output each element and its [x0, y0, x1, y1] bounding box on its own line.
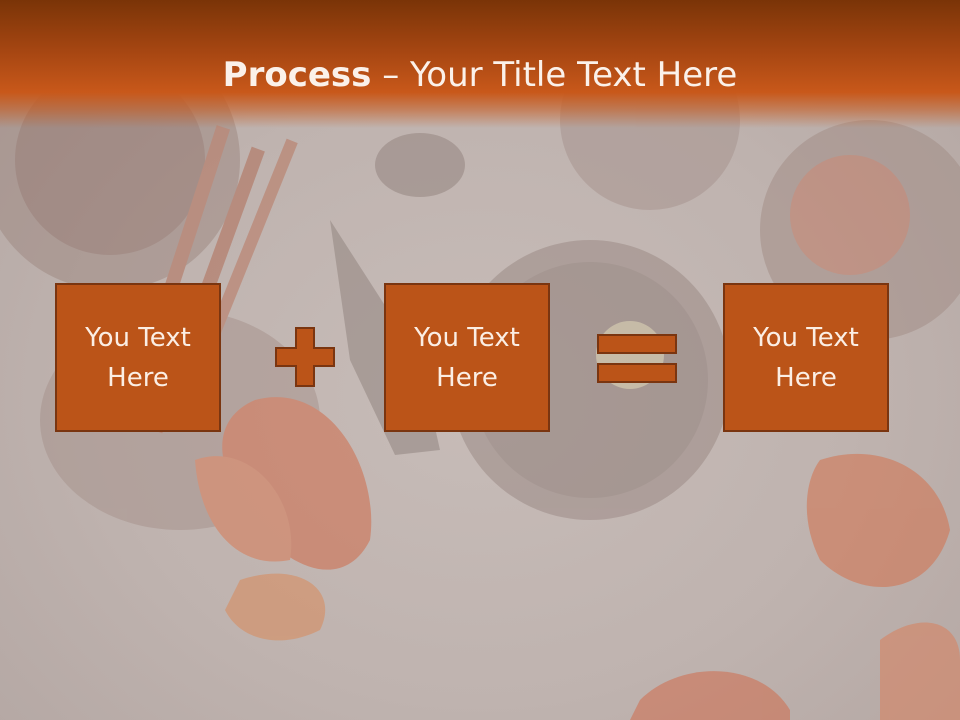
equals-icon: [597, 334, 677, 383]
process-box-1[interactable]: You Text Here: [55, 283, 221, 432]
process-box-2[interactable]: You Text Here: [384, 283, 550, 432]
process-box-1-text: You Text Here: [85, 322, 191, 393]
process-box-3[interactable]: You Text Here: [723, 283, 889, 432]
plus-icon: [275, 327, 335, 387]
title-dash: –: [371, 55, 411, 95]
slide-title: Process – Your Title Text Here: [0, 52, 960, 98]
title-bold: Process: [222, 55, 372, 95]
title-text: Your Title Text Here: [410, 55, 738, 95]
title-bar: [0, 0, 960, 128]
process-box-2-text: You Text Here: [414, 322, 520, 393]
process-box-3-text: You Text Here: [753, 322, 859, 393]
